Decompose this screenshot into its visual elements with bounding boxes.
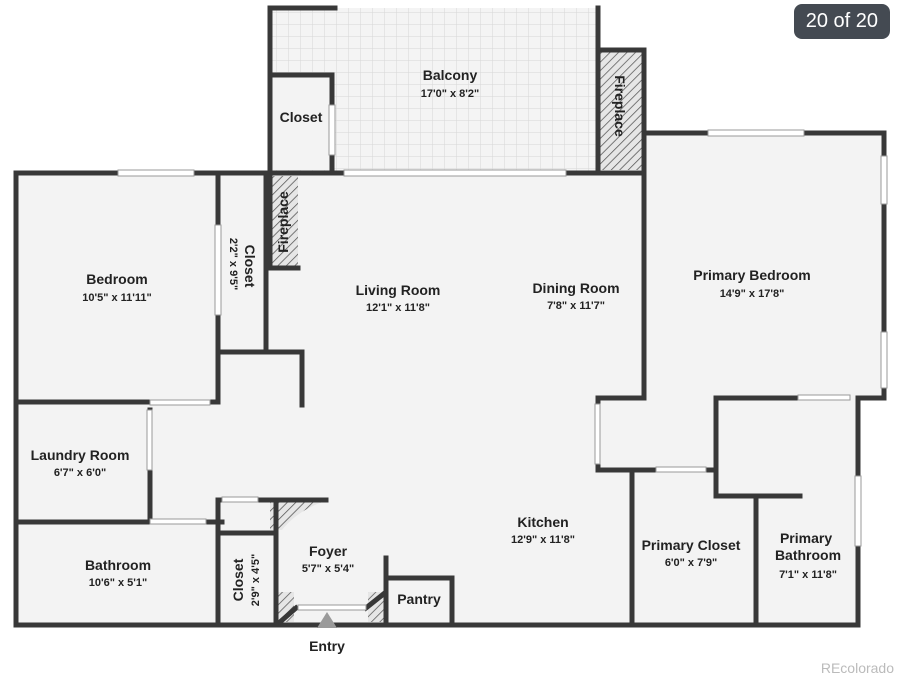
- kitchen-name: Kitchen: [517, 514, 568, 530]
- primary-bedroom-dim: 14'9" x 17'8": [720, 288, 785, 300]
- bathroom-name: Bathroom: [85, 557, 151, 573]
- closet-foyer-dim: 2'9" x 4'5": [250, 554, 262, 606]
- living-name: Living Room: [356, 282, 441, 298]
- primary-bath-dim: 7'1" x 11'8": [779, 569, 837, 581]
- bedroom-dim: 10'5" x 11'11": [82, 292, 152, 304]
- window-primary-bath: [854, 475, 862, 547]
- door-bathroom: [149, 518, 207, 525]
- primary-bath-name: Primary: [780, 530, 832, 546]
- watermark: REcolorado: [820, 660, 894, 676]
- closet-bed-name: Closet: [242, 245, 258, 288]
- balcony-name: Balcony: [423, 67, 478, 83]
- laundry-dim: 6'7" x 6'0": [54, 467, 106, 479]
- door-closet-foyer: [221, 496, 259, 503]
- primary-closet-dim: 6'0" x 7'9": [665, 557, 717, 569]
- foyer-hatch-right: [368, 592, 386, 622]
- fireplace-top-hatch: [598, 50, 644, 170]
- door-primary-closet: [655, 466, 707, 473]
- living-dim: 12'1" x 11'8": [366, 302, 430, 314]
- fireplace-top-name: Fireplace: [612, 75, 628, 137]
- room-labels: Balcony 17'0" x 8'2" Closet Fireplace Fi…: [31, 67, 841, 654]
- primary-bedroom-name: Primary Bedroom: [693, 267, 810, 283]
- laundry-name: Laundry Room: [31, 447, 130, 463]
- window-balcony: [343, 169, 567, 177]
- pantry-name: Pantry: [397, 591, 441, 607]
- balcony-dim: 17'0" x 8'2": [421, 88, 479, 100]
- closet-top-name: Closet: [280, 109, 323, 125]
- primary-suite-floor: [632, 398, 858, 625]
- primary-bedroom-floor: [644, 133, 884, 398]
- door-laundry: [146, 409, 153, 471]
- door-closet-top: [328, 104, 336, 156]
- foyer-hatch-top: [270, 502, 322, 530]
- window-bedroom: [117, 169, 195, 177]
- primary-bath-name-2: Bathroom: [775, 547, 841, 563]
- bedroom-name: Bedroom: [86, 271, 147, 287]
- bathroom-dim: 10'6" x 5'1": [89, 577, 147, 589]
- closet-bed-dim: 2'2" x 9'5": [227, 238, 239, 290]
- primary-closet-name: Primary Closet: [642, 537, 741, 553]
- foyer-name: Foyer: [309, 543, 348, 559]
- entry-arrow-icon: [317, 612, 337, 628]
- door-closet-bed: [214, 224, 222, 316]
- door-bedroom: [149, 399, 211, 406]
- windows: [117, 104, 888, 611]
- entry-label: Entry: [309, 638, 345, 654]
- primary-bath-name-line: Primary Bathroom: [775, 530, 841, 563]
- window-primary-right-2: [880, 331, 888, 389]
- main-floor: [16, 173, 644, 625]
- window-primary-top: [707, 129, 805, 137]
- dining-name: Dining Room: [532, 280, 619, 296]
- dining-dim: 7'8" x 11'7": [547, 300, 605, 312]
- window-primary-right-1: [880, 155, 888, 205]
- fireplace-inner-name: Fireplace: [275, 191, 291, 253]
- closet-foyer-name: Closet: [230, 558, 246, 601]
- image-counter-badge: 20 of 20: [793, 4, 890, 39]
- door-primary-bath: [797, 394, 851, 401]
- foyer-dim: 5'7" x 5'4": [302, 563, 354, 575]
- fireplace-inner-hatch: [270, 176, 298, 266]
- floor-fills: [16, 8, 884, 625]
- door-entry: [297, 604, 367, 611]
- walls: [13, 5, 887, 628]
- kitchen-dim: 12'9" x 11'8": [511, 534, 575, 546]
- closet-top-floor: [272, 75, 332, 170]
- door-dining: [594, 403, 601, 465]
